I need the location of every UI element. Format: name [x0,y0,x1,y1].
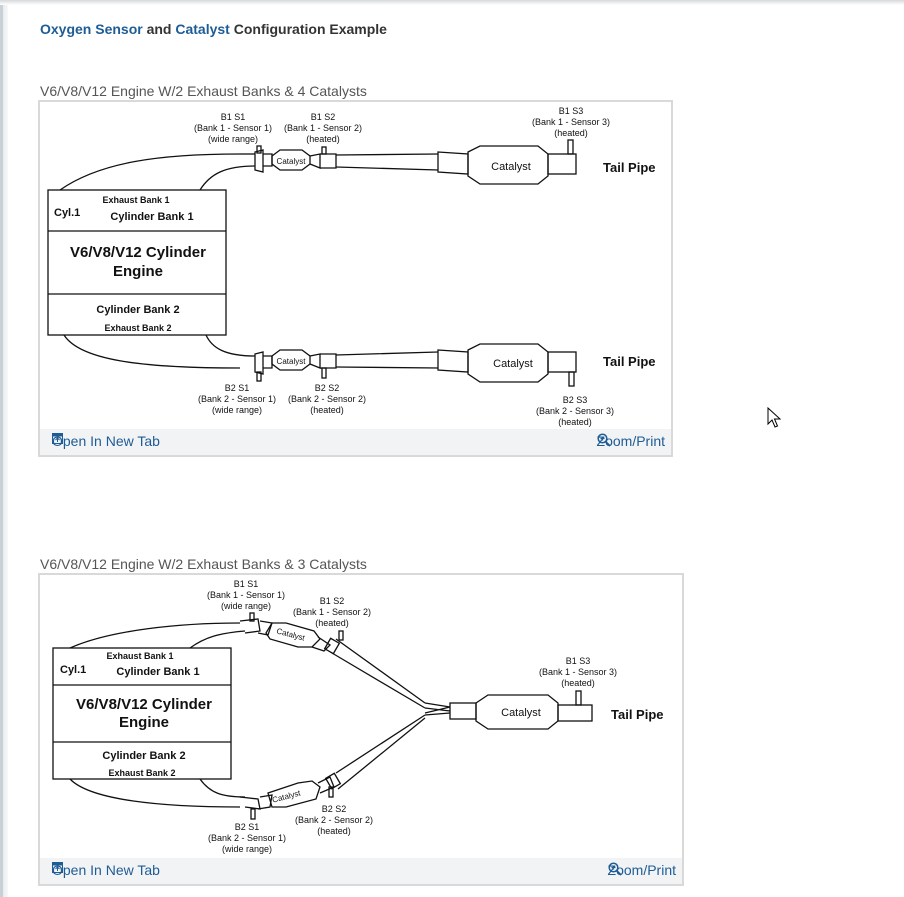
zoom-in-icon [596,433,611,447]
svg-text:(Bank 2 - Sensor 1): (Bank 2 - Sensor 1) [208,833,286,843]
figure-2-zoom-print-link[interactable]: Zoom/Print [608,862,676,878]
svg-text:Cylinder Bank 1: Cylinder Bank 1 [116,666,199,678]
svg-text:Catalyst: Catalyst [276,626,307,642]
svg-text:(heated): (heated) [310,405,344,415]
svg-text:(Bank 2 - Sensor 1): (Bank 2 - Sensor 1) [198,394,276,404]
b1s1-sensor [256,145,262,154]
page-heading: Oxygen Sensor and Catalyst Configuration… [40,21,387,37]
svg-text:(heated): (heated) [561,678,595,688]
top-toolbar-shadow [0,0,904,5]
svg-text:B1 S1: B1 S1 [221,112,246,122]
b2s1-sensor [250,808,256,820]
mouse-pointer-icon [767,407,781,428]
svg-text:Catalyst: Catalyst [277,157,307,166]
svg-text:Exhaust Bank 1: Exhaust Bank 1 [106,651,173,661]
svg-text:(wide range): (wide range) [221,601,271,611]
svg-text:Cylinder Bank 2: Cylinder Bank 2 [102,750,185,762]
svg-text:Exhaust Bank 2: Exhaust Bank 2 [104,323,171,333]
svg-text:V6/V8/V12 Cylinder: V6/V8/V12 Cylinder [70,244,206,261]
svg-text:Cylinder Bank 1: Cylinder Bank 1 [110,211,193,223]
open-in-new-tab-icon [52,862,63,873]
open-tab-label: Open In New Tab [52,433,160,449]
catalyst-large-top [467,145,549,185]
svg-text:(Bank 1 - Sensor 2): (Bank 1 - Sensor 2) [284,123,362,133]
svg-text:B2 S2: B2 S2 [322,804,347,814]
svg-text:(Bank 2 - Sensor 2): (Bank 2 - Sensor 2) [295,815,373,825]
figure-2-footer: Open In New Tab Zoom/Print [40,858,682,884]
svg-text:B2 S1: B2 S1 [235,822,260,832]
figure-1-footer: Open In New Tab Zoom/Print [40,429,671,455]
b2s3-sensor [568,371,575,387]
svg-text:B1 S3: B1 S3 [559,106,584,116]
svg-text:Exhaust Bank 2: Exhaust Bank 2 [108,768,175,778]
b1s1-sensor [249,612,255,622]
svg-text:(heated): (heated) [554,128,588,138]
figure-2-diagram[interactable]: B1 S1 (Bank 1 - Sensor 1) (wide range) B… [40,575,682,859]
catalyst-small-bottom [267,780,321,808]
svg-text:(Bank 1 - Sensor 3): (Bank 1 - Sensor 3) [532,117,610,127]
oxygen-sensor-link[interactable]: Oxygen Sensor [40,21,143,37]
svg-text:B1 S2: B1 S2 [311,112,336,122]
svg-text:Cylinder Bank 2: Cylinder Bank 2 [96,304,179,316]
svg-text:(wide range): (wide range) [208,134,258,144]
figure-2-open-tab-link[interactable]: Open In New Tab [52,862,160,878]
catalyst-link[interactable]: Catalyst [175,21,230,37]
svg-text:Tail Pipe: Tail Pipe [603,354,656,369]
figure-1-zoom-print-link[interactable]: Zoom/Print [597,433,665,449]
b1s3-sensor [567,139,574,155]
svg-text:(heated): (heated) [317,826,351,836]
svg-text:(wide range): (wide range) [222,844,272,854]
svg-text:Cyl.1: Cyl.1 [54,207,80,219]
svg-text:B1 S2: B1 S2 [320,596,345,606]
svg-text:B2 S2: B2 S2 [315,383,340,393]
svg-text:B1 S3: B1 S3 [566,656,591,666]
open-in-new-tab-icon [52,433,63,444]
open-tab-label: Open In New Tab [52,862,160,878]
svg-text:B2 S3: B2 S3 [563,395,588,405]
svg-text:B1 S1: B1 S1 [234,579,259,589]
svg-text:V6/V8/V12 Cylinder: V6/V8/V12 Cylinder [76,696,212,713]
svg-text:Cyl.1: Cyl.1 [60,664,86,676]
b1s3-sensor [575,690,582,706]
heading-and: and [146,21,172,37]
svg-text:(Bank 2 - Sensor 2): (Bank 2 - Sensor 2) [288,394,366,404]
svg-text:Catalyst: Catalyst [493,358,533,370]
figure-1-open-tab-link[interactable]: Open In New Tab [52,433,160,449]
zoom-print-label: Zoom/Print [596,433,665,449]
svg-text:(heated): (heated) [558,417,592,427]
svg-text:Exhaust Bank 1: Exhaust Bank 1 [102,195,169,205]
figure-1: B1 S1 (Bank 1 - Sensor 1) (wide range) B… [38,100,673,457]
catalyst-large-bottom [467,343,549,383]
svg-text:(heated): (heated) [306,134,340,144]
svg-text:(Bank 1 - Sensor 2): (Bank 1 - Sensor 2) [293,607,371,617]
svg-text:Catalyst: Catalyst [501,707,541,719]
b2s1-sensor [256,371,262,382]
svg-text:Tail Pipe: Tail Pipe [603,160,656,175]
heading-rest: Configuration Example [233,21,387,37]
figure-2: B1 S1 (Bank 1 - Sensor 1) (wide range) B… [38,573,684,886]
engine-block [52,647,232,780]
figure-1-diagram[interactable]: B1 S1 (Bank 1 - Sensor 1) (wide range) B… [40,102,671,429]
svg-text:(Bank 1 - Sensor 3): (Bank 1 - Sensor 3) [539,667,617,677]
svg-text:B2 S1: B2 S1 [225,383,250,393]
left-scroll-rail [0,0,8,897]
svg-text:Catalyst: Catalyst [491,161,531,173]
svg-text:(heated): (heated) [315,618,349,628]
figure-1-caption: V6/V8/V12 Engine W/2 Exhaust Banks & 4 C… [40,83,367,99]
figure-2-caption: V6/V8/V12 Engine W/2 Exhaust Banks & 3 C… [40,556,367,572]
svg-text:Engine: Engine [119,714,169,731]
zoom-in-icon [607,862,622,876]
svg-text:(wide range): (wide range) [212,405,262,415]
engine-block [47,189,227,336]
svg-text:Engine: Engine [113,263,163,280]
svg-text:(Bank 1 - Sensor 1): (Bank 1 - Sensor 1) [207,590,285,600]
svg-text:Tail Pipe: Tail Pipe [611,707,664,722]
zoom-print-label: Zoom/Print [607,862,676,878]
svg-text:(Bank 2 - Sensor 3): (Bank 2 - Sensor 3) [536,406,614,416]
svg-text:(Bank 1 - Sensor 1): (Bank 1 - Sensor 1) [194,123,272,133]
svg-text:Catalyst: Catalyst [277,357,307,366]
